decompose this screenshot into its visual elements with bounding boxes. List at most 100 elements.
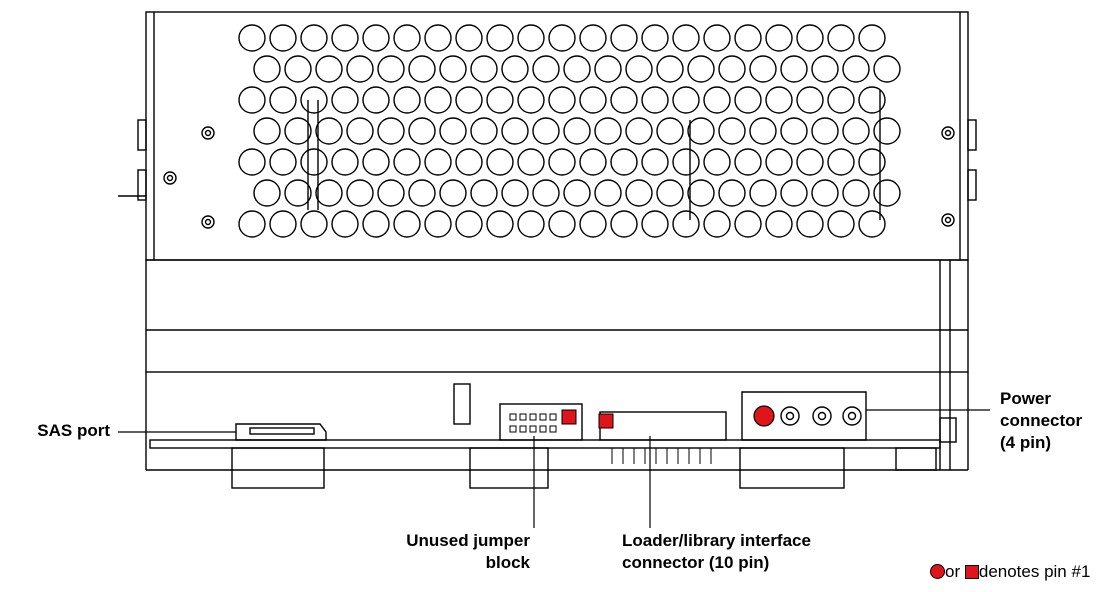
vent-hole [827,210,855,238]
vent-hole [238,86,266,114]
vent-hole [501,55,529,83]
vent-hole [532,179,560,207]
vent-hole [873,179,901,207]
vent-hole [563,55,591,83]
pin1-legend: or denotes pin #1 [930,562,1090,582]
vent-hole [238,210,266,238]
circuit-board [149,439,941,449]
vent-hole [656,55,684,83]
jumper-pin [539,413,547,421]
vent-hole [269,24,297,52]
vent-hole [687,179,715,207]
vent-hole [687,55,715,83]
ventilation-holes [238,24,901,238]
vent-hole [749,179,777,207]
vent-hole [377,179,405,207]
vent-hole [269,148,297,176]
vent-hole [362,210,390,238]
vent-hole [408,179,436,207]
vent-hole [269,210,297,238]
vent-hole [455,24,483,52]
vent-hole [486,148,514,176]
drive-body [145,259,969,373]
vent-hole [517,210,545,238]
vent-hole [269,86,297,114]
vent-hole [362,148,390,176]
vent-hole [780,55,808,83]
vent-hole [672,148,700,176]
vent-hole [424,210,452,238]
jumper-pin [509,425,517,433]
loader-connector [599,411,727,441]
vent-hole [548,210,576,238]
vent-hole [455,86,483,114]
vent-hole [718,55,746,83]
vent-hole [439,117,467,145]
vent-hole [517,148,545,176]
red-circle-icon [930,564,945,579]
vent-hole [563,179,591,207]
vent-hole [780,117,808,145]
vent-hole [563,117,591,145]
vent-hole [703,148,731,176]
vent-hole [470,117,498,145]
vent-hole [331,210,359,238]
vent-hole [641,24,669,52]
jumper-pin [529,413,537,421]
vent-hole [734,210,762,238]
vent-hole [594,179,622,207]
vent-hole [734,86,762,114]
vent-hole [610,86,638,114]
vent-hole [594,117,622,145]
vent-hole [672,210,700,238]
vent-hole [238,148,266,176]
loader-pin1-marker [598,413,614,429]
jumper-pin [519,413,527,421]
loader-interface-label-line-1: Loader/library interface [622,531,811,550]
vent-hole [796,24,824,52]
vent-hole [842,117,870,145]
vent-hole [300,24,328,52]
vent-hole [532,55,560,83]
loader-interface-label: Loader/library interface connector (10 p… [622,530,811,574]
vent-hole [424,24,452,52]
vent-hole [393,24,421,52]
vent-hole [517,24,545,52]
jumper-block [499,403,583,441]
vent-hole [408,117,436,145]
vent-hole [641,210,669,238]
vent-hole [501,117,529,145]
vent-hole [579,148,607,176]
vent-hole [579,210,607,238]
vent-hole [858,148,886,176]
vent-hole [625,55,653,83]
vent-hole [579,24,607,52]
vent-hole [858,210,886,238]
vent-hole [346,179,374,207]
vent-hole [393,210,421,238]
vent-hole [718,179,746,207]
vent-hole [672,24,700,52]
red-square-icon [964,565,979,579]
vent-hole [827,148,855,176]
vent-hole [393,86,421,114]
vent-hole [284,55,312,83]
jumper-pin [549,413,557,421]
vent-hole [811,55,839,83]
vent-hole [284,117,312,145]
vent-hole [734,148,762,176]
vent-hole [253,179,281,207]
vent-hole [873,55,901,83]
power-pin1-marker [753,405,775,427]
vent-hole [610,210,638,238]
vent-hole [811,117,839,145]
power-connector-label-line-2: connector [1000,411,1083,430]
vent-hole [424,148,452,176]
vent-hole [858,86,886,114]
vent-hole [238,24,266,52]
vent-hole [455,210,483,238]
vent-hole [253,117,281,145]
vent-hole [408,55,436,83]
